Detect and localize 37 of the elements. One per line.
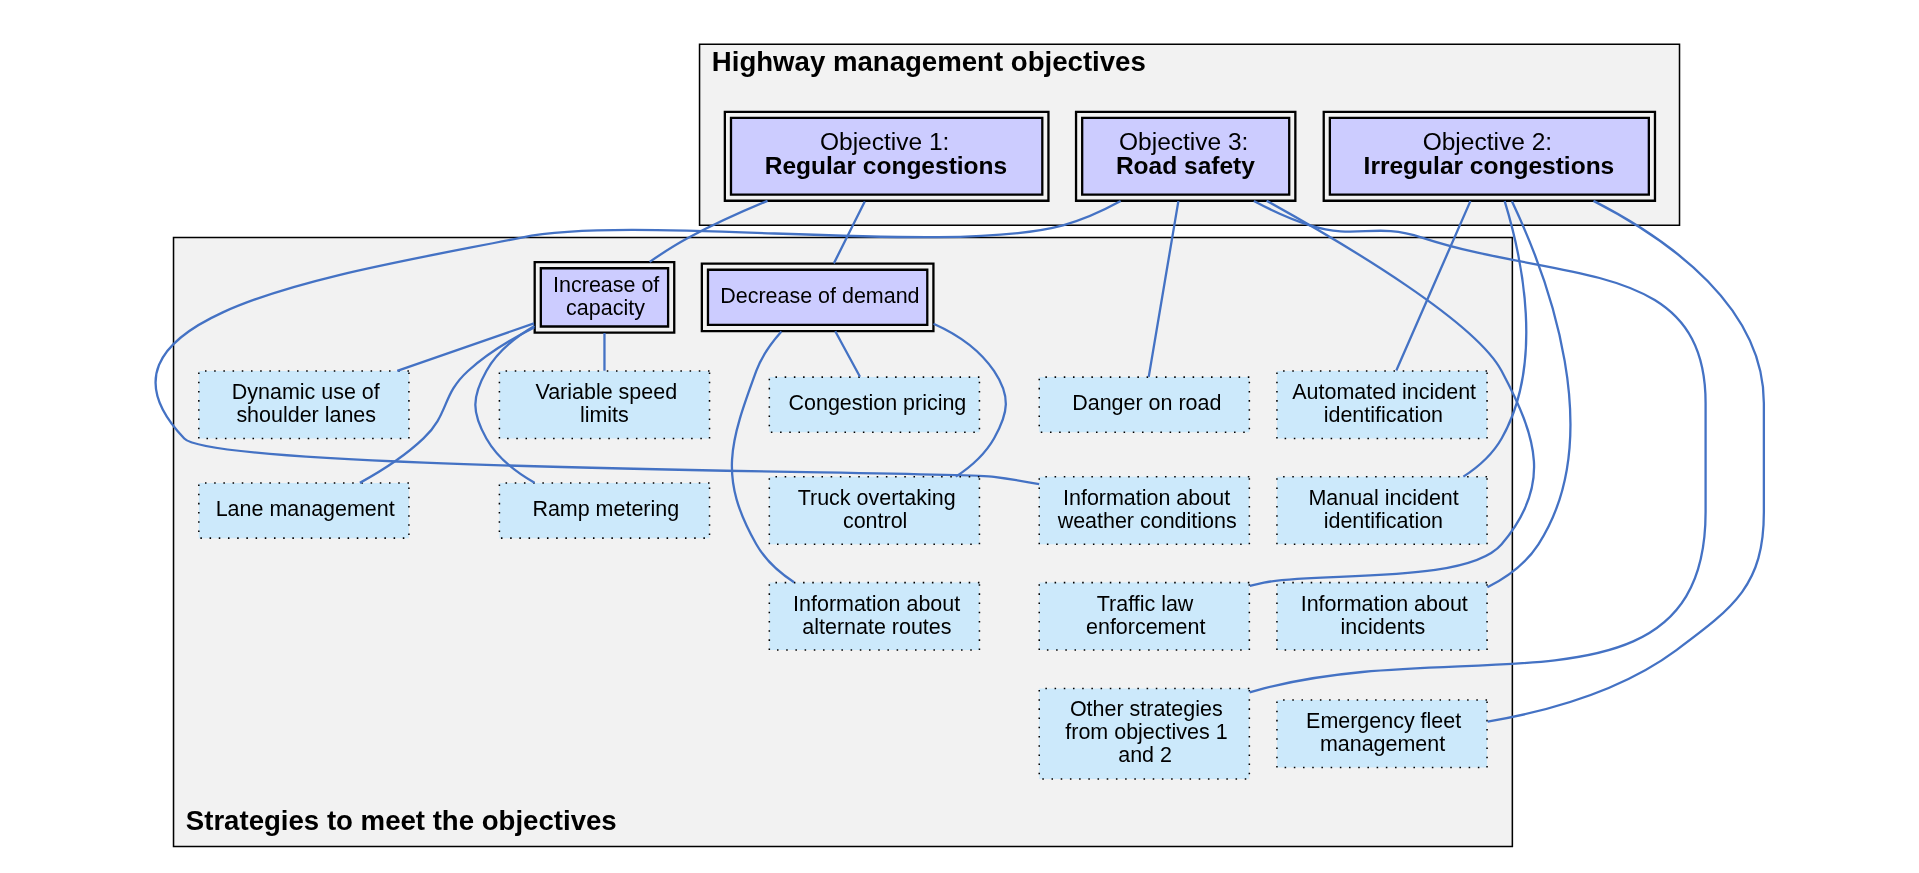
node-box: Objective 2: Irregular congestions	[1322, 110, 1657, 202]
node-box: Lane management	[198, 482, 410, 539]
connector	[649, 199, 768, 263]
connector	[1249, 199, 1707, 694]
node-box: Variable speed limits	[498, 370, 711, 440]
connector	[1462, 200, 1528, 478]
node-box: Information about incidents	[1276, 581, 1488, 651]
node-box: Information about alternate routes	[768, 581, 981, 651]
node-box: Danger on road	[1038, 376, 1251, 434]
connector	[1486, 200, 1572, 589]
connector	[832, 200, 866, 264]
connector	[155, 200, 1122, 486]
connector	[834, 330, 861, 378]
node-box: Increase of capacity	[533, 260, 676, 334]
node-box: Ramp metering	[498, 482, 711, 539]
connector	[603, 333, 606, 371]
connector	[1395, 200, 1472, 371]
node-box: Objective 1: Regular congestions	[723, 110, 1050, 202]
node-box: Objective 3: Road safety	[1074, 110, 1297, 202]
node-box: Congestion pricing	[768, 376, 981, 434]
connector	[730, 330, 795, 584]
node-box: Dynamic use of shoulder lanes	[198, 370, 410, 440]
node-box: Decrease of demand	[700, 262, 935, 333]
connector	[359, 326, 535, 484]
node-box: Truck overtaking control	[768, 476, 981, 546]
connector	[1147, 200, 1180, 378]
connector	[933, 322, 1007, 478]
connector	[474, 325, 536, 484]
node-box: Traffic law enforcement	[1038, 581, 1251, 651]
node-box: Information about weather conditions	[1038, 476, 1251, 546]
connector	[1487, 199, 1765, 723]
node-box: Other strategies from objectives 1 and 2	[1038, 687, 1251, 780]
node-box: Manual incident identification	[1276, 476, 1488, 546]
node-box: Automated incident identification	[1276, 370, 1488, 440]
connector	[1249, 199, 1536, 587]
connector	[396, 322, 535, 372]
node-box: Emergency fleet management	[1276, 699, 1488, 769]
